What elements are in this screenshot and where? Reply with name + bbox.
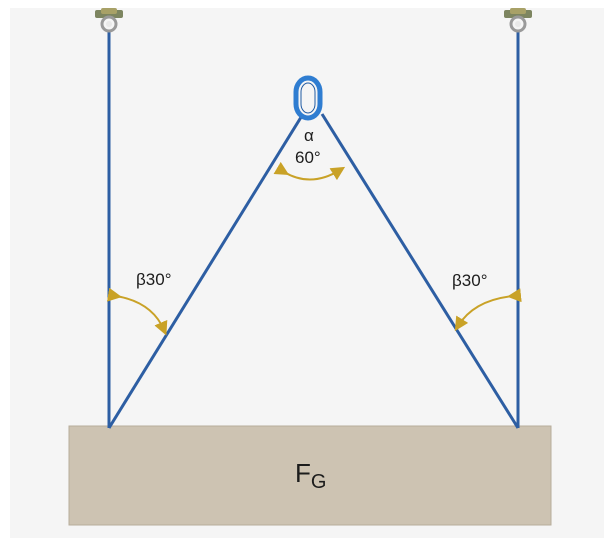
master-link-icon: [293, 75, 323, 121]
shackle-icon: [95, 8, 123, 33]
load-weight-symbol: F: [295, 458, 311, 488]
left-sling-leg: [107, 113, 305, 429]
angle-arrow-icon: [273, 161, 346, 181]
apex-angle-value: 60°: [295, 148, 321, 167]
right-beta-angle-label: β30°: [452, 271, 488, 290]
load-block: [68, 425, 552, 526]
shackle-icon: [504, 8, 532, 33]
angle-arrow-icon: [454, 288, 522, 332]
load-weight-subscript: G: [310, 471, 327, 493]
right-sling-leg: [320, 113, 520, 429]
apex-angle-symbol: α: [304, 126, 314, 145]
left-beta-angle-label: β30°: [136, 270, 172, 289]
load-weight-label: FG: [295, 458, 326, 494]
angle-arrow-icon: [106, 287, 168, 336]
